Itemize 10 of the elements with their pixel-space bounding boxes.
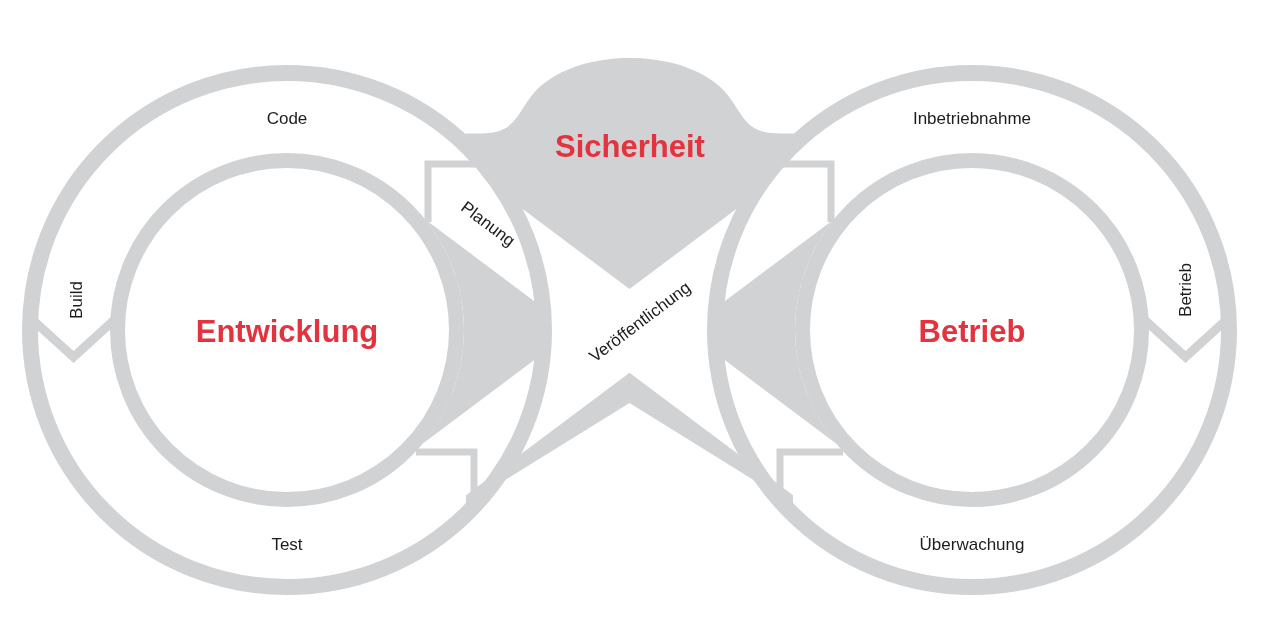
stage-label: Inbetriebnahme bbox=[912, 109, 1032, 127]
stage-label: Test bbox=[271, 535, 303, 553]
circle-shape bbox=[795, 153, 1149, 507]
phase-title: Sicherheit bbox=[555, 130, 705, 162]
stage-label: Überwachung bbox=[919, 535, 1025, 553]
stage-label: Code bbox=[266, 109, 308, 127]
stage-label: Betrieb bbox=[1176, 263, 1194, 317]
phase-title: Entwicklung bbox=[195, 315, 379, 347]
stage-label: Build bbox=[67, 281, 84, 319]
phase-title: Betrieb bbox=[918, 315, 1026, 347]
